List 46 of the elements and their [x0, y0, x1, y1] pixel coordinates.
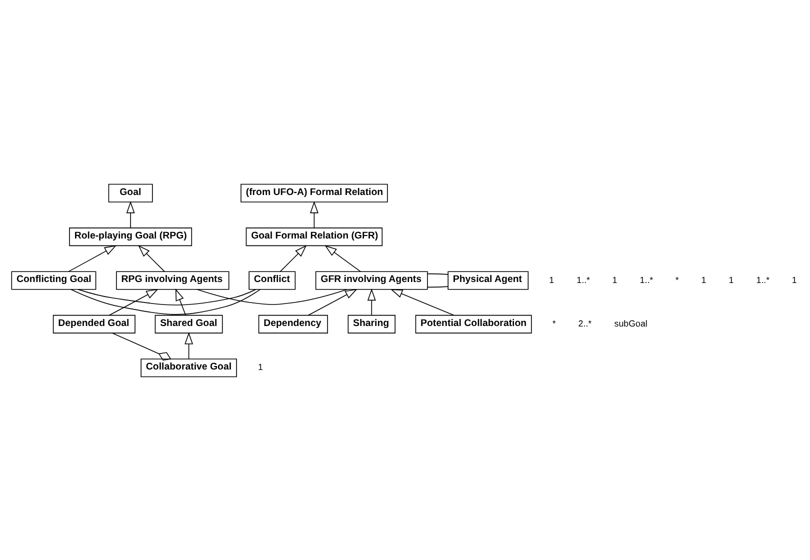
node-box: Dependency	[258, 314, 328, 333]
node-box: Goal	[108, 183, 153, 202]
node-box: (from UFO-A) Formal Relation	[240, 183, 388, 202]
label: 1	[701, 274, 706, 284]
arrow	[126, 200, 135, 228]
node-box: Shared Goal	[154, 314, 223, 333]
node-box: Role-playing Goal (RPG)	[69, 227, 192, 246]
label: 1	[549, 274, 554, 284]
label: 1	[792, 274, 797, 284]
label: subGoal	[614, 318, 648, 328]
label: *	[675, 274, 679, 284]
node-box: Conflict	[248, 270, 296, 290]
arrow	[390, 288, 454, 316]
label: 1..*	[640, 274, 654, 284]
label: 1	[258, 362, 263, 372]
arrow	[138, 244, 165, 272]
label: 2..*	[578, 318, 592, 328]
connector	[112, 332, 172, 360]
arrow	[367, 288, 376, 316]
connector	[427, 272, 448, 274]
node-box: Conflicting Goal	[11, 270, 96, 290]
arrow	[184, 332, 194, 359]
connector	[78, 288, 256, 305]
connector	[427, 286, 448, 288]
node-box: Collaborative Goal	[140, 358, 237, 377]
label: 1..*	[576, 274, 590, 284]
arrow	[68, 244, 117, 272]
arrow	[324, 244, 361, 272]
label: 1	[728, 274, 734, 284]
node-box: Depended Goal	[52, 314, 136, 333]
node-box: Sharing	[348, 314, 396, 333]
arrow	[108, 288, 158, 316]
arrow	[310, 200, 318, 228]
node-box: RPG involving Agents	[116, 270, 230, 290]
arrow	[175, 288, 186, 316]
node-box: GFR involving Agents	[315, 270, 428, 290]
label: *	[552, 318, 556, 328]
node-box: Physical Agent	[448, 270, 529, 290]
label: 1..*	[756, 274, 770, 284]
connector	[70, 288, 261, 314]
connector	[196, 288, 348, 304]
label: 1	[612, 274, 618, 284]
node-box: Goal Formal Relation (GFR)	[246, 227, 383, 246]
node-box: Potential Collaboration	[415, 314, 532, 333]
arrow	[280, 244, 307, 272]
arrow	[308, 288, 358, 316]
